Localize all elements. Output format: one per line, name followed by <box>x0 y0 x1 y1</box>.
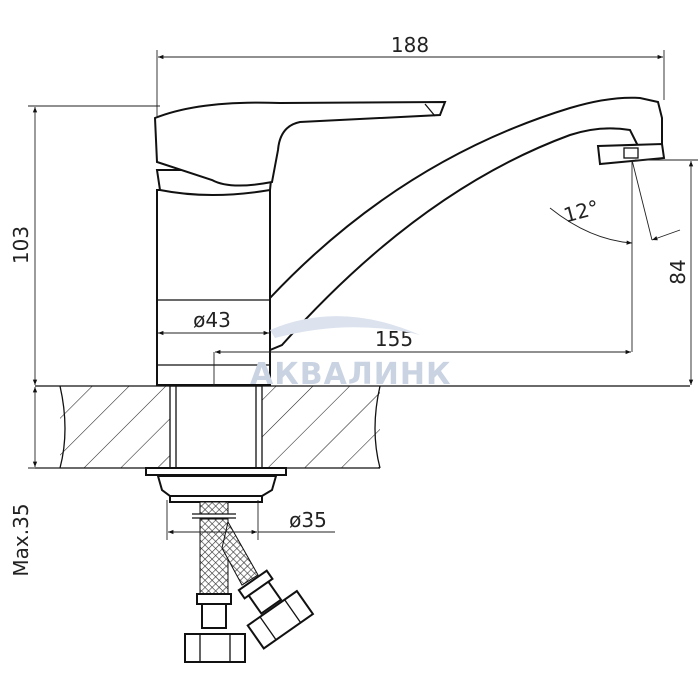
countertop <box>35 385 690 469</box>
dim-mount-diameter: ø35 <box>289 508 327 532</box>
dim-overall-height: 103 <box>9 226 33 264</box>
dim-spout-height: 84 <box>666 259 690 284</box>
mounting-and-hoses <box>145 467 315 663</box>
watermark: АКВАЛИНК <box>250 316 451 392</box>
dimension-lines <box>28 50 698 540</box>
faucet-body <box>153 96 666 386</box>
dim-body-diameter: ø43 <box>193 308 231 332</box>
watermark-text: АКВАЛИНК <box>250 357 451 392</box>
dim-aerator-angle: 12° <box>561 195 601 227</box>
dim-max-counter-thickness: Max.35 <box>9 503 33 576</box>
dim-overall-length: 188 <box>391 33 429 57</box>
